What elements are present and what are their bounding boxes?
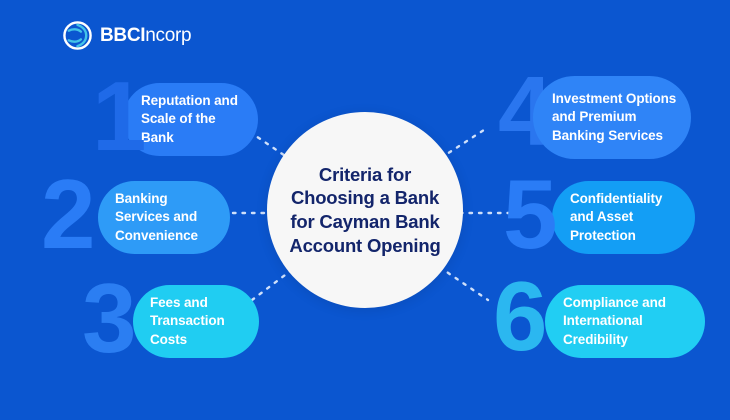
brand-logo: BBCIncorp bbox=[62, 20, 192, 51]
brand-name-bold: BBCI bbox=[100, 25, 146, 46]
criteria-number-5: 5 bbox=[503, 159, 557, 269]
criteria-pill-2[interactable]: Banking Services and Convenience bbox=[98, 181, 230, 254]
criteria-label-4: Investment Options and Premium Banking S… bbox=[552, 90, 677, 143]
criteria-pill-5[interactable]: Confidentiality and Asset Protection bbox=[552, 181, 695, 254]
criteria-pill-6[interactable]: Compliance and International Credibility bbox=[545, 285, 705, 358]
page-title: Criteria for Choosing a Bank for Cayman … bbox=[289, 163, 441, 256]
criteria-number-6: 6 bbox=[493, 261, 547, 371]
bbcincorp-swirl-icon bbox=[62, 20, 93, 51]
criteria-label-3: Fees and Transaction Costs bbox=[150, 294, 225, 347]
criteria-number-1: 1 bbox=[92, 61, 146, 171]
criteria-pill-3[interactable]: Fees and Transaction Costs bbox=[133, 285, 259, 358]
criteria-label-2: Banking Services and Convenience bbox=[115, 190, 198, 243]
brand-name: BBCIncorp bbox=[100, 25, 192, 46]
criteria-label-5: Confidentiality and Asset Protection bbox=[570, 190, 663, 243]
criteria-label-1: Reputation and Scale of the Bank bbox=[141, 92, 238, 145]
brand-name-light: ncorp bbox=[145, 25, 192, 46]
criteria-number-3: 3 bbox=[82, 263, 136, 373]
criteria-number-2: 2 bbox=[41, 159, 95, 269]
center-circle: Criteria for Choosing a Bank for Cayman … bbox=[267, 112, 463, 308]
criteria-pill-1[interactable]: Reputation and Scale of the Bank bbox=[123, 83, 258, 156]
criteria-pill-4[interactable]: Investment Options and Premium Banking S… bbox=[533, 76, 691, 159]
criteria-label-6: Compliance and International Credibility bbox=[563, 294, 666, 347]
